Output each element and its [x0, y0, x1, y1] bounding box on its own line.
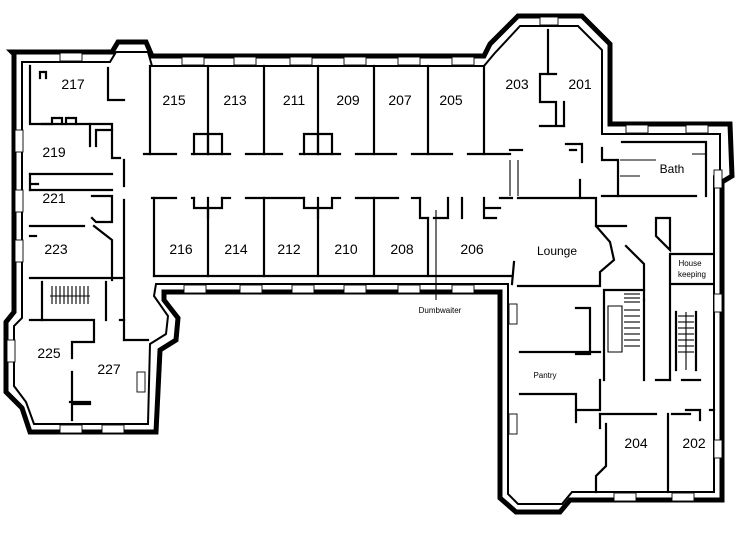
interior-walls: [28, 28, 716, 494]
room-label-205: 205: [439, 92, 463, 108]
room-label-227: 227: [97, 361, 121, 377]
bath-label: Bath: [660, 162, 685, 176]
room-labels: 217 219 221 223 225 227 215 213 211 209 …: [37, 76, 706, 451]
room-label-208: 208: [390, 241, 414, 257]
room-label-217: 217: [61, 76, 85, 92]
room-label-201: 201: [568, 76, 592, 92]
room-label-213: 213: [223, 92, 247, 108]
exterior-walls: [3, 13, 735, 515]
stairs-center: [624, 293, 640, 347]
room-label-207: 207: [388, 92, 412, 108]
lounge-label: Lounge: [537, 244, 577, 258]
housekeeping-label-line2: keeping: [678, 270, 706, 279]
stairs-east: [678, 312, 694, 370]
room-label-221: 221: [42, 190, 66, 206]
dumbwaiter-label: Dumbwaiter: [419, 306, 462, 315]
room-label-206: 206: [460, 241, 484, 257]
room-label-203: 203: [505, 76, 529, 92]
room-label-215: 215: [162, 92, 186, 108]
stairs-west: [50, 286, 90, 304]
room-label-216: 216: [169, 241, 193, 257]
room-label-214: 214: [224, 241, 248, 257]
housekeeping-label-line1: House: [678, 259, 702, 268]
windows: [6, 16, 723, 502]
room-label-225: 225: [37, 345, 61, 361]
room-label-211: 211: [283, 92, 306, 108]
room-label-223: 223: [44, 241, 68, 257]
room-label-219: 219: [42, 144, 66, 160]
space-labels: Bath Lounge House keeping Pantry Dumbwai…: [419, 162, 706, 380]
room-label-209: 209: [336, 92, 360, 108]
room-label-212: 212: [277, 241, 301, 257]
pantry-label: Pantry: [533, 371, 556, 380]
room-label-202: 202: [682, 435, 706, 451]
room-label-210: 210: [334, 241, 358, 257]
room-label-204: 204: [624, 435, 648, 451]
